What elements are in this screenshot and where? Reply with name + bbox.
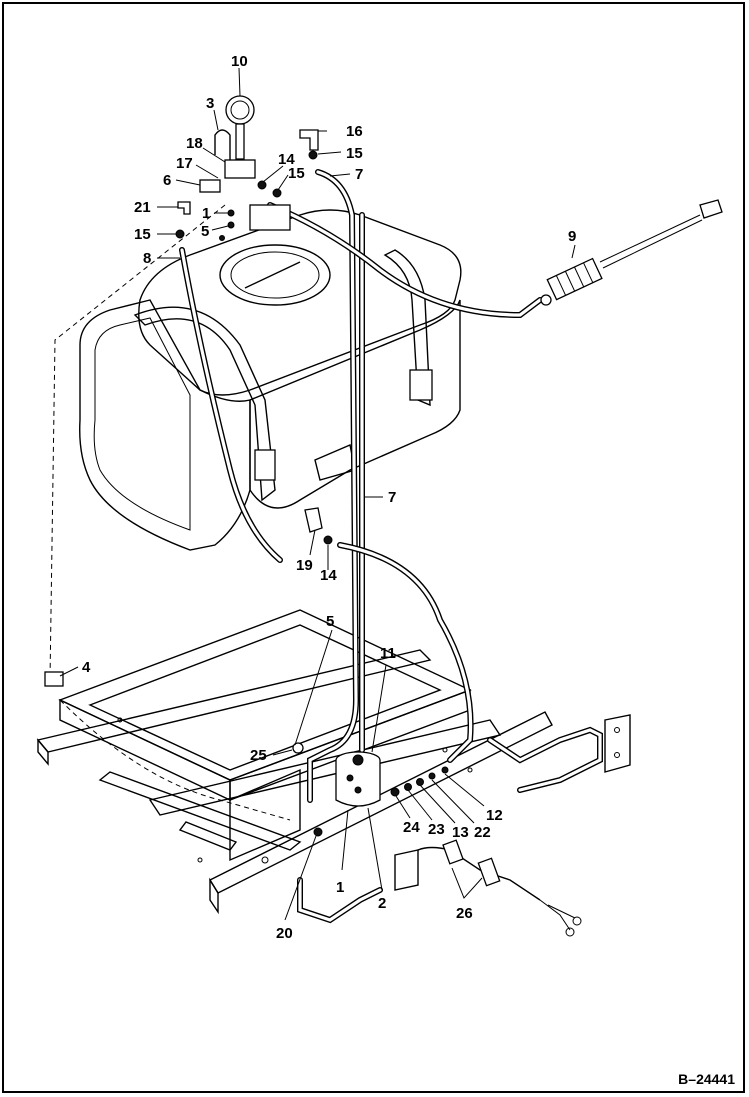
callout-22: 22 [474,824,491,841]
callout-15-mid: 15 [288,165,305,182]
leader-lines [59,67,576,921]
callout-labels: 10 3 18 17 6 21 1 5 15 8 16 15 14 15 7 9… [82,53,576,942]
callout-1-top: 1 [202,205,210,222]
callout-4: 4 [82,659,91,676]
callout-10: 10 [231,53,248,70]
callout-14-mid: 14 [320,567,337,584]
callout-24: 24 [403,819,420,836]
callout-13: 13 [452,824,469,841]
callout-19: 19 [296,557,313,574]
callout-25: 25 [250,747,267,764]
callout-9: 9 [568,228,576,245]
callout-18: 18 [186,135,203,152]
callout-7-mid: 7 [388,489,396,506]
callout-12: 12 [486,807,503,824]
parts [44,95,723,937]
callout-16: 16 [346,123,363,140]
callout-5-top: 5 [201,223,209,240]
callout-21: 21 [134,199,151,216]
spray-tank [79,209,462,551]
mounting-frame [36,609,631,924]
callout-1-bottom: 1 [336,879,344,896]
callout-23: 23 [428,821,445,838]
callout-5-mid: 5 [326,613,334,630]
hoses [49,169,703,931]
callout-3: 3 [206,95,214,112]
callout-6: 6 [163,172,171,189]
pressure-gauge-icon [225,95,255,125]
callout-8: 8 [143,250,151,267]
callout-20: 20 [276,925,293,942]
callout-15-right: 15 [346,145,363,162]
drawing-id: B–24441 [678,1071,735,1087]
callout-26: 26 [456,905,473,922]
callout-15-left: 15 [134,226,151,243]
callout-11: 11 [380,645,396,662]
callout-14-top: 14 [278,151,295,168]
callout-7-top: 7 [355,166,363,183]
callout-17: 17 [176,155,193,172]
callout-2: 2 [378,895,386,912]
